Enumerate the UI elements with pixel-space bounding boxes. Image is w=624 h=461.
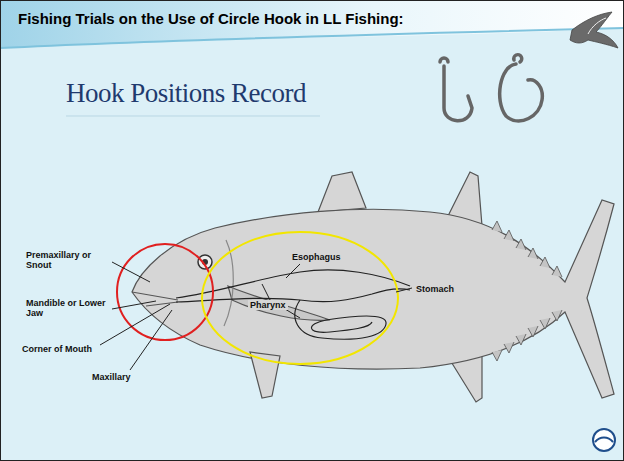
logo-emblem (593, 429, 615, 451)
slide-title: Fishing Trials on the Use of Circle Hook… (18, 10, 404, 27)
gut-region-ellipse (202, 232, 398, 364)
leader-lines (100, 262, 412, 370)
subtitle: Hook Positions Record (66, 78, 306, 109)
part-label: Mandible or Lower Jaw (26, 298, 112, 318)
finlets (492, 221, 562, 361)
part-label: Esophagus (290, 252, 343, 262)
title-band (0, 0, 624, 48)
part-label: Corner of Mouth (22, 344, 132, 354)
part-label: Pharynx (248, 300, 288, 310)
mouth-region-circle (117, 244, 213, 340)
band-edge (0, 28, 624, 48)
tuna-figure (132, 172, 614, 402)
part-label: Premaxillary or Snout (26, 250, 112, 270)
bird-picture (570, 12, 618, 48)
part-label: Stomach (414, 284, 456, 294)
subtitle-rule (66, 116, 320, 117)
hook-symbols (440, 55, 542, 121)
part-label: Maxillary (92, 372, 131, 382)
